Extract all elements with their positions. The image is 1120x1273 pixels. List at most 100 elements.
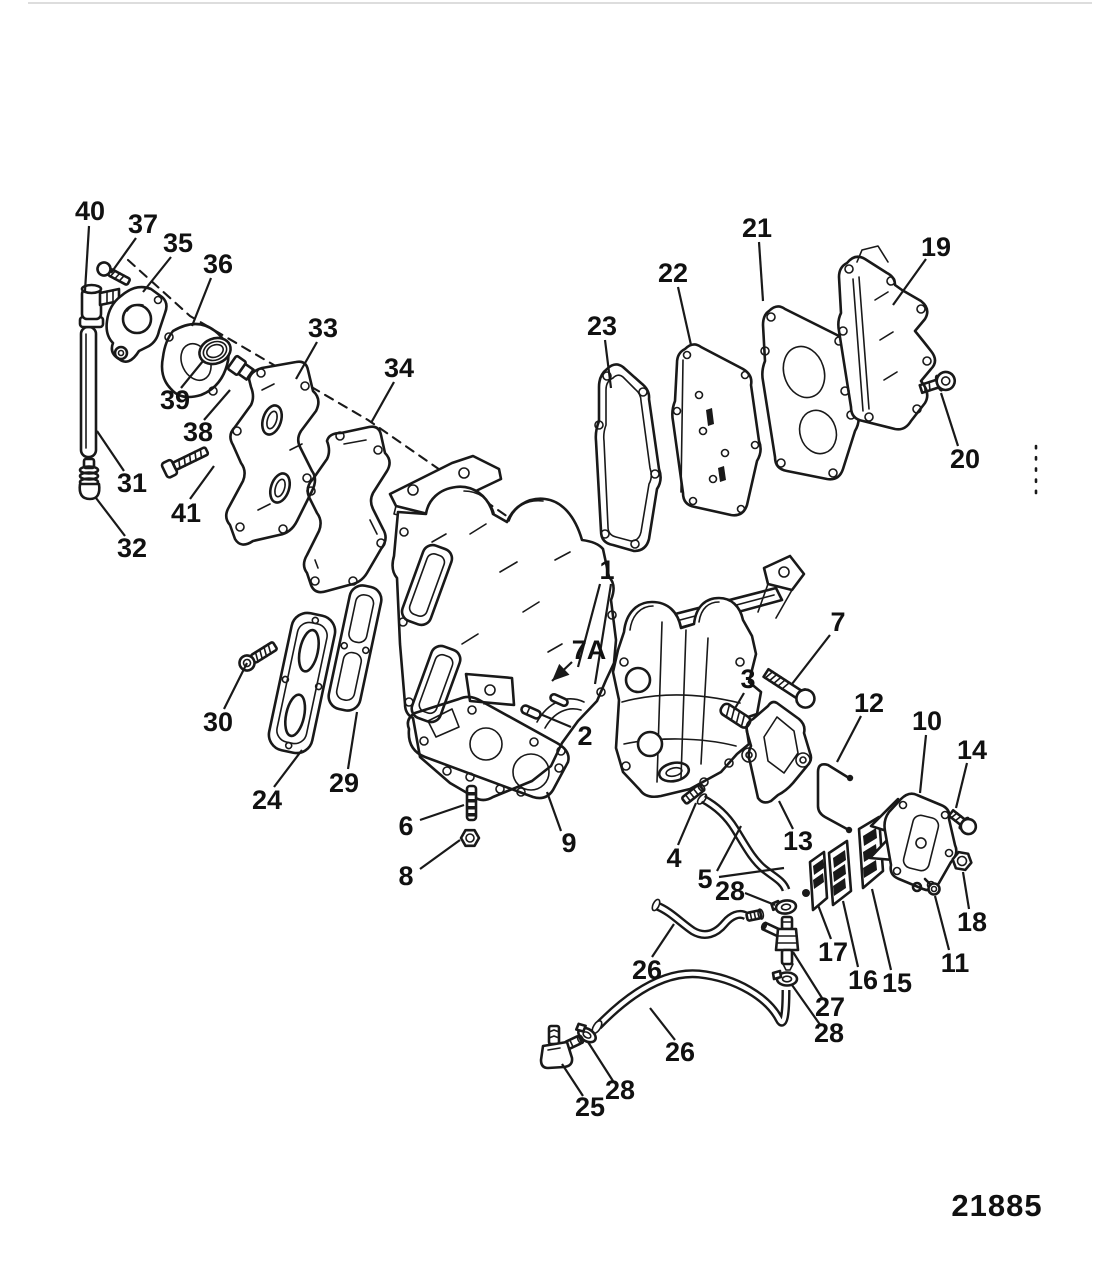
part-28-clamp <box>771 969 799 987</box>
callout-label-35: 35 <box>163 228 193 258</box>
leader-line-5 <box>716 825 742 872</box>
leader-line-16 <box>841 900 860 968</box>
part-20-bolt <box>918 370 957 395</box>
part-9-base-gasket <box>406 695 570 800</box>
part-11-screw <box>923 877 941 896</box>
leader-line-23 <box>603 339 613 389</box>
leader-line-40 <box>83 225 91 292</box>
part-30-screw <box>238 641 278 672</box>
leader-line-11 <box>933 895 951 951</box>
callout-label-18: 18 <box>957 907 987 937</box>
callout-label-28: 28 <box>605 1075 635 1105</box>
leader-line-1 <box>576 583 602 668</box>
part-27-tee-fitting <box>760 915 800 971</box>
leader-line-2 <box>539 712 572 729</box>
leader-line-4 <box>676 802 698 846</box>
leader-line-35 <box>142 256 172 293</box>
leader-line-3 <box>733 692 745 711</box>
callout-label-26: 26 <box>665 1037 695 1067</box>
callout-label-30: 30 <box>203 707 233 737</box>
leader-line-1 <box>593 583 613 685</box>
callout-label-40: 40 <box>75 196 105 226</box>
callout-label-7: 7 <box>830 607 845 637</box>
callout-label-10: 10 <box>912 706 942 736</box>
part-19-exhaust-cover <box>837 245 937 431</box>
callout-label-27: 27 <box>815 992 845 1022</box>
callout-label-29: 29 <box>329 768 359 798</box>
callout-label-2: 2 <box>577 721 592 751</box>
part-18-nut <box>951 850 973 872</box>
leader-line-15 <box>870 888 893 971</box>
leader-arrowhead-7A <box>552 663 570 681</box>
callout-label-28: 28 <box>814 1018 844 1048</box>
callout-label-33: 33 <box>308 313 338 343</box>
leader-line-6 <box>419 803 465 822</box>
leader-line-24 <box>273 749 303 788</box>
leader-line-25 <box>561 1063 584 1097</box>
part-29-port-cover-gasket <box>327 584 383 712</box>
part-17-reed-stop <box>802 850 829 912</box>
callout-label-24: 24 <box>252 785 282 815</box>
leader-line-36 <box>190 277 213 327</box>
part-7a-dowel-pin <box>549 692 569 708</box>
leader-line-12 <box>836 715 862 763</box>
callout-label-4: 4 <box>666 843 681 873</box>
part-13-intake-gasket <box>741 700 813 804</box>
leader-line-7 <box>791 634 831 685</box>
callout-label-5: 5 <box>697 864 712 894</box>
scan-edge-line <box>28 2 1092 4</box>
callout-label-3: 3 <box>740 664 755 694</box>
leader-line-18 <box>961 871 971 910</box>
part-6-stud <box>465 784 478 822</box>
part-16-reed-plate <box>827 839 853 907</box>
callout-label-39: 39 <box>160 385 190 415</box>
leader-line-19 <box>892 258 927 306</box>
callout-label-21: 21 <box>742 213 772 243</box>
leader-line-13 <box>778 800 794 830</box>
leader-line-33 <box>295 341 318 380</box>
callout-label-17: 17 <box>818 937 848 967</box>
callout-label-37: 37 <box>128 209 158 239</box>
part-8-nut <box>459 828 481 848</box>
part-23-exhaust-gasket <box>594 363 662 553</box>
callout-label-36: 36 <box>203 249 233 279</box>
part-33-exhaust-manifold <box>224 360 320 546</box>
part-14-screw <box>947 808 978 836</box>
part-4-fitting <box>681 782 706 805</box>
part-22-exhaust-divider-plate <box>671 343 762 517</box>
callout-label-8: 8 <box>398 861 413 891</box>
part-37-screw <box>96 261 131 286</box>
callout-label-1: 1 <box>599 555 614 585</box>
callout-label-7A: 7A <box>572 635 607 665</box>
leader-line-22 <box>676 286 693 346</box>
leader-line-37 <box>110 237 137 274</box>
part-26-hose-upper <box>651 898 765 939</box>
leader-line-28 <box>744 891 776 907</box>
callout-label-22: 22 <box>658 258 688 288</box>
leader-line-8 <box>419 839 461 870</box>
part-34-manifold-gasket <box>302 425 391 594</box>
part-7-bolt <box>762 667 816 709</box>
leader-line-26 <box>651 923 675 958</box>
part-26-hose-lower <box>591 969 791 1035</box>
callout-label-41: 41 <box>171 498 201 528</box>
part-10-adaptor-cover <box>868 792 958 893</box>
leader-line-32 <box>95 497 126 537</box>
leader-line-28 <box>791 984 822 1027</box>
callout-label-38: 38 <box>183 417 213 447</box>
leader-line-9 <box>545 791 563 832</box>
part-15-reed-block <box>857 815 885 890</box>
callout-label-34: 34 <box>384 353 414 383</box>
part-5-fuel-hose <box>696 793 791 892</box>
part-28-clamp <box>770 899 798 915</box>
callout-label-14: 14 <box>957 735 987 765</box>
callout-label-16: 16 <box>848 965 878 995</box>
leader-line-34 <box>370 381 395 424</box>
leader-line-27 <box>792 951 823 999</box>
leader-line-29 <box>346 711 359 770</box>
callout-label-23: 23 <box>587 311 617 341</box>
leader-line-26 <box>649 1007 676 1041</box>
callout-label-11: 11 <box>941 948 970 978</box>
